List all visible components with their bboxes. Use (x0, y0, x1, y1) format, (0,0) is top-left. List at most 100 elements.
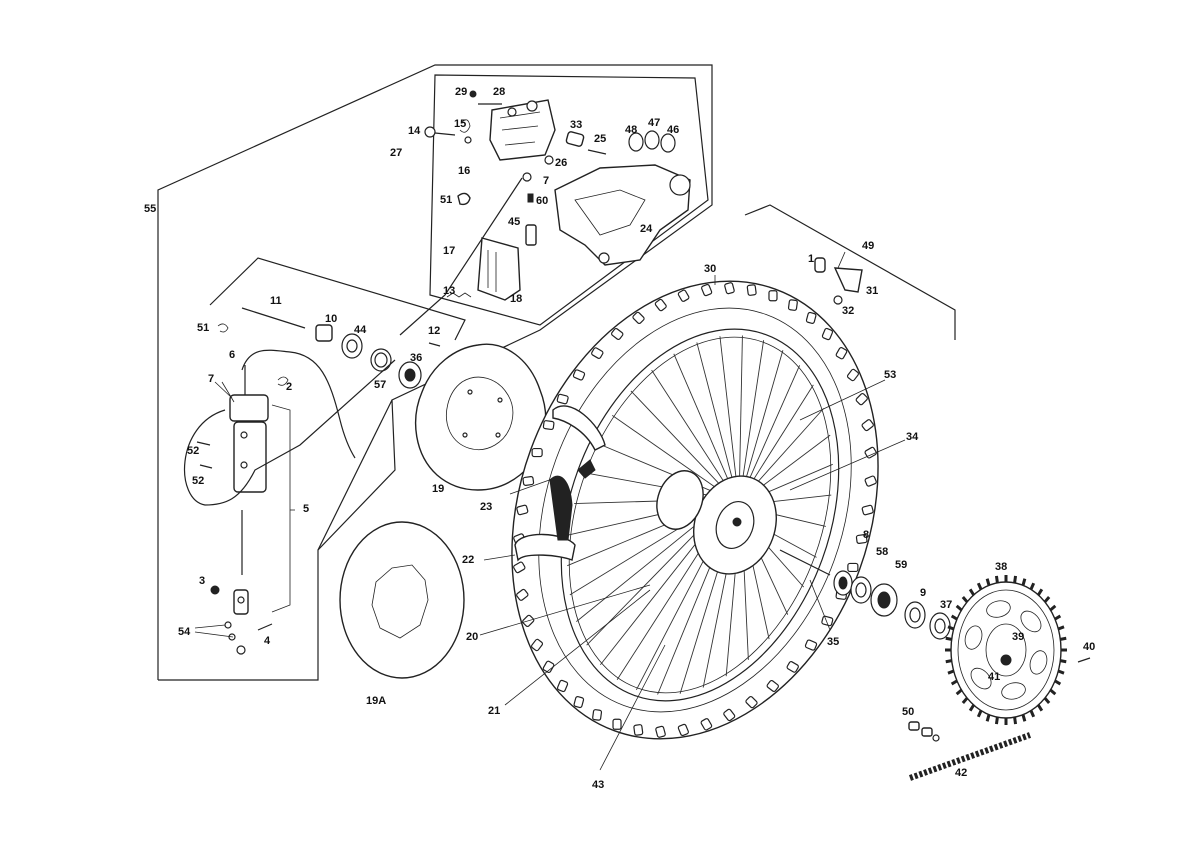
label-7-top: 7 (543, 175, 549, 187)
label-5: 5 (303, 503, 309, 515)
label-27: 27 (390, 147, 402, 159)
label-30: 30 (704, 263, 716, 275)
sprocket-tooth (1060, 659, 1067, 664)
pin-4 (257, 623, 273, 631)
sprocket-tooth (1021, 714, 1027, 722)
tire-knob (516, 588, 529, 601)
label-36: 36 (410, 352, 422, 364)
label-7-left: 7 (208, 373, 214, 385)
spacer-58 (850, 576, 872, 604)
sprocket-tooth (945, 636, 952, 641)
tire-knob (723, 708, 736, 722)
sprocket-tooth (1013, 716, 1018, 725)
sprocket-tooth (961, 697, 969, 705)
tire-knob (745, 695, 758, 709)
sprocket-hole (1020, 610, 1042, 633)
label-57: 57 (374, 379, 386, 391)
label-60: 60 (536, 195, 548, 207)
label-59: 59 (895, 559, 907, 571)
nut-32 (833, 295, 843, 305)
bolt-40 (1077, 657, 1091, 663)
spacer-37 (929, 612, 951, 640)
sprocket-tooth (961, 595, 969, 603)
tire-knob (847, 562, 859, 573)
sprocket-tooth (1049, 688, 1057, 696)
tire-knob (787, 299, 798, 311)
tire-knob (786, 661, 799, 673)
label-47: 47 (648, 117, 660, 129)
sprocket-tooth (955, 688, 963, 696)
label-51-left: 51 (197, 322, 209, 334)
bearing-36 (398, 361, 422, 389)
label-15: 15 (454, 118, 466, 130)
label-43: 43 (592, 779, 604, 791)
label-19a: 19A (366, 695, 386, 707)
sprocket-hole (1029, 650, 1048, 675)
sprocket-tooth (1057, 669, 1065, 675)
sprocket-tooth (1060, 636, 1067, 641)
tire-knob (864, 475, 877, 487)
bearing-59 (870, 583, 898, 617)
label-19: 19 (432, 483, 444, 495)
label-52a: 52 (187, 445, 199, 457)
sprocket-tooth (950, 679, 958, 686)
chain-link-50 (908, 721, 940, 742)
tire-knob (516, 504, 529, 516)
bleed-cap-60 (527, 193, 534, 203)
tire-knob (821, 327, 834, 341)
axle-11 (241, 307, 306, 329)
label-39: 39 (1012, 631, 1024, 643)
tire-knob (612, 718, 622, 730)
label-49: 49 (862, 240, 874, 252)
label-6: 6 (229, 349, 235, 361)
label-14: 14 (408, 125, 421, 137)
sprocket-tooth (985, 714, 991, 722)
label-12: 12 (428, 325, 440, 337)
label-22: 22 (462, 554, 474, 566)
pistons-47-48 (628, 130, 676, 153)
bleed-screw (424, 126, 456, 138)
clevis (233, 589, 249, 615)
tire-knob (821, 615, 834, 627)
tire-knob (805, 311, 817, 324)
tire-knob (677, 289, 690, 302)
label-20: 20 (466, 631, 478, 643)
tire-knob (846, 368, 859, 382)
label-50: 50 (902, 706, 914, 718)
clip-51-left (217, 323, 229, 333)
label-1: 1 (808, 253, 814, 265)
sprocket-tooth (1013, 575, 1018, 584)
tire-knob (768, 290, 778, 302)
tire-knob (654, 298, 667, 312)
brake-disc-19 (415, 343, 547, 491)
label-17: 17 (443, 245, 455, 257)
pad-pin-45 (525, 224, 537, 246)
bolt-52b (199, 464, 213, 469)
sprocket-tooth (1029, 582, 1036, 591)
reservoir-hose-6 (241, 349, 356, 459)
spoke (616, 529, 714, 681)
tire-knob (855, 392, 868, 406)
tire-knob (573, 696, 585, 709)
sprocket-tooth (994, 575, 999, 584)
bracket-5 (271, 404, 291, 613)
label-31: 31 (866, 285, 878, 297)
label-33: 33 (570, 119, 582, 131)
label-35: 35 (827, 636, 839, 648)
wheel-spokes (567, 335, 833, 695)
sprocket-tooth (976, 582, 983, 591)
rim-tape-23 (552, 405, 606, 479)
spring-clip (459, 119, 471, 133)
leader-lines (194, 251, 906, 771)
master-cylinder (229, 365, 269, 493)
spoke (679, 549, 725, 694)
sprocket-tooth (1054, 614, 1062, 621)
tire-knob (861, 504, 874, 516)
label-8: 8 (863, 529, 869, 541)
wheel-hub (656, 470, 777, 575)
spoke (657, 544, 720, 695)
sprocket-tooth (955, 604, 963, 612)
sprocket-tooth (968, 704, 975, 712)
washer-54a (224, 621, 232, 629)
